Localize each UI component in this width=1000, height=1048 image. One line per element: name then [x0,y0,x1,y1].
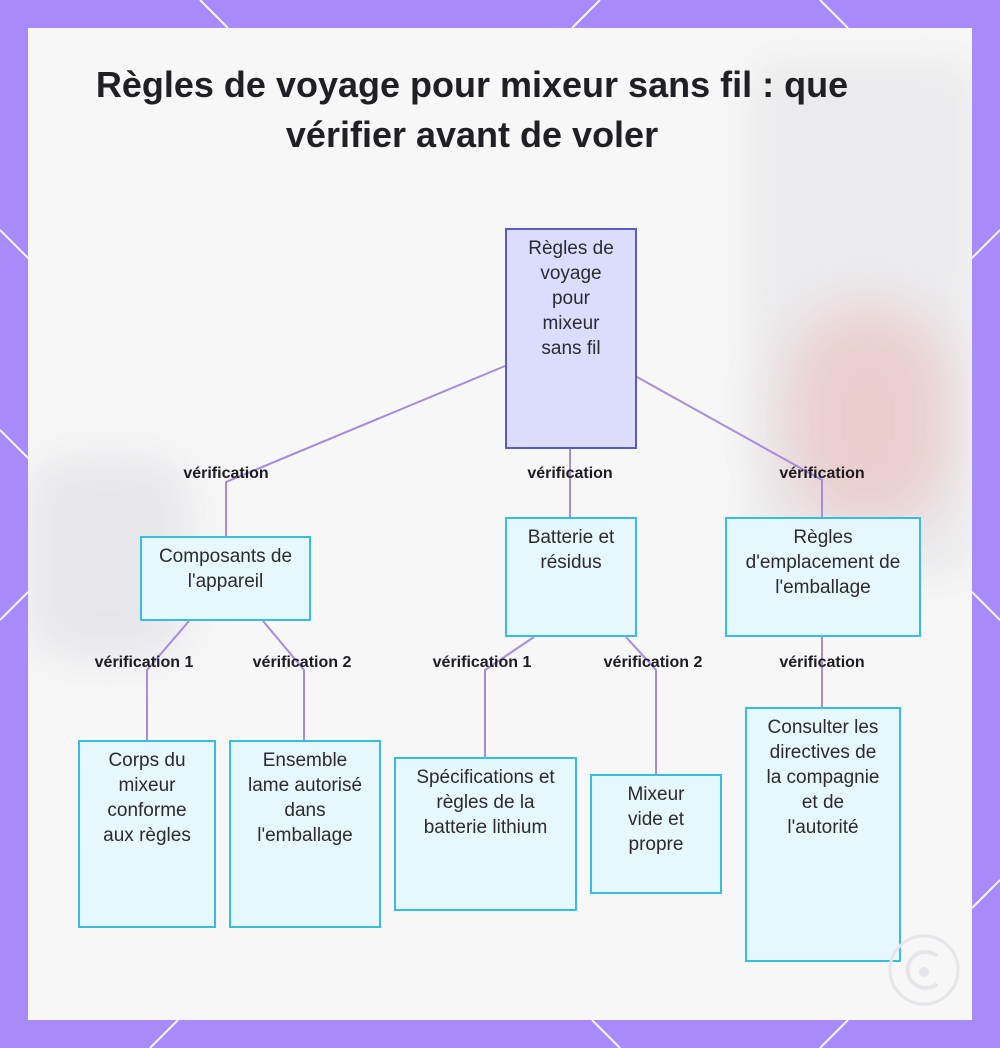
node-ensemble: Ensemble lame autorisé dans l'emballage [229,740,381,928]
diagram-title: Règles de voyage pour mixeur sans fil : … [95,64,849,155]
edge-label-batterie-specifications: vérification 1 [432,654,532,671]
edge-batterie-mixeur [625,636,657,774]
edge-batterie-specifications [484,636,535,757]
watermark-logo-icon [888,934,960,1006]
background-blur [748,58,972,578]
edge-label-batterie-mixeur: vérification 2 [603,654,703,671]
edge-root-emplacement [636,376,823,517]
edge-root-composants [225,365,506,536]
edge-label-composants-corps: vérification 1 [94,654,194,671]
root-node: Règles de voyage pour mixeur sans fil [505,228,637,449]
edge-label-root-batterie: vérification [527,465,613,482]
edge-label-emplacement-consulter: vérification [779,654,865,671]
node-emplacement: Règles d'emplacement de l'emballage [725,517,921,637]
node-corps: Corps du mixeur conforme aux règles [78,740,216,928]
edge-composants-ensemble [262,620,305,740]
node-mixeur-vide: Mixeur vide et propre [590,774,722,894]
node-composants: Composants de l'appareil [140,536,311,621]
node-specifications: Spécifications et règles de la batterie … [394,757,577,911]
edge-label-composants-ensemble: vérification 2 [252,654,352,671]
node-batterie: Batterie et résidus [505,517,637,637]
background-blur [788,308,948,528]
edge-label-root-composants: vérification [183,465,269,482]
edge-label-root-emplacement: vérification [779,465,865,482]
node-consulter: Consulter les directives de la compagnie… [745,707,901,962]
edge-composants-corps [146,620,190,740]
